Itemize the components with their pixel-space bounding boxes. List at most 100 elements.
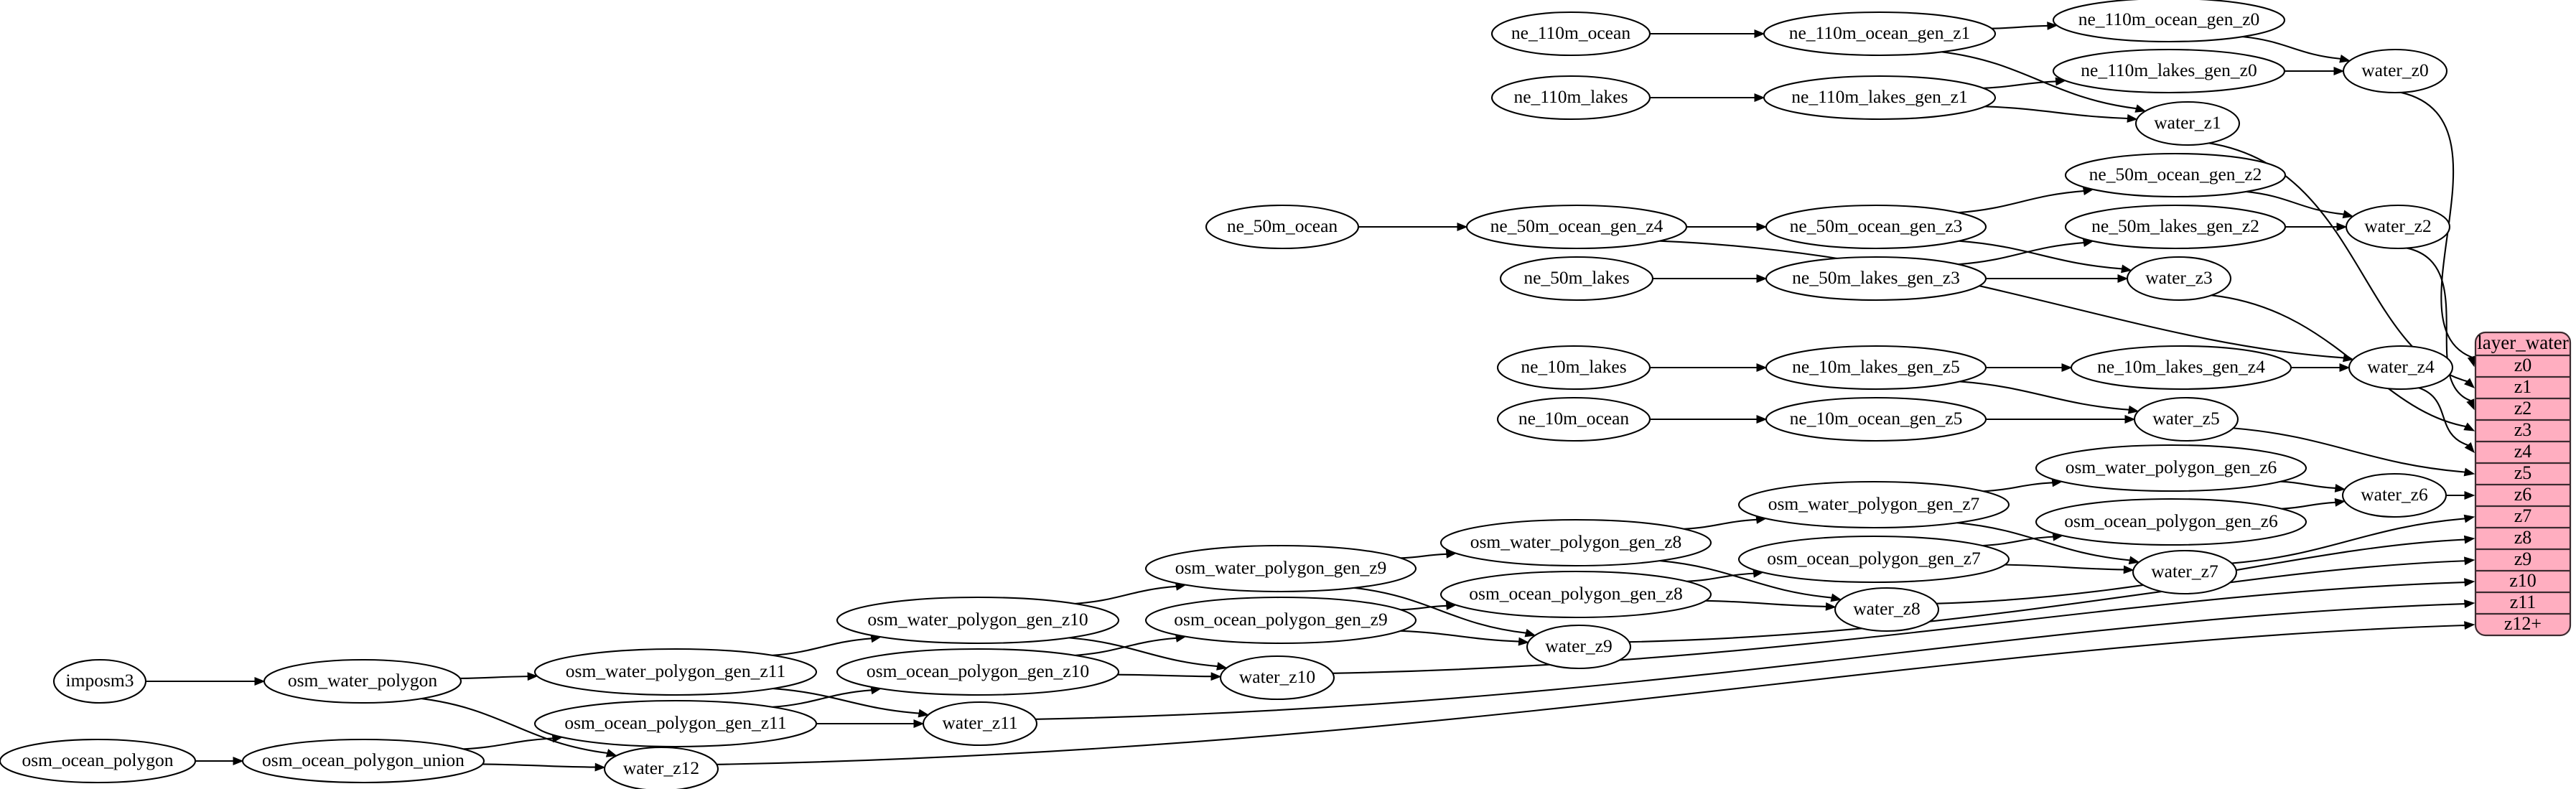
node-ne_110m_lakes_gen_z1[interactable]: ne_110m_lakes_gen_z1 xyxy=(1763,75,1997,121)
edge-osm_water_polygon_gen_z11-to-osm_water_polygon_gen_z10 xyxy=(773,634,882,656)
edge-ne_10m_lakes_gen_z4-to-water_z4 xyxy=(2290,363,2351,372)
edge-ne_50m_ocean_gen_z4-to-water_z4 xyxy=(1659,240,2354,363)
node-shape xyxy=(603,746,719,789)
node-shape xyxy=(1499,256,1654,302)
edge-arrowhead xyxy=(594,762,606,772)
edge-osm_water_polygon_gen_z9-to-osm_water_polygon_gen_z8 xyxy=(1401,549,1457,559)
node-osm_water_polygon_gen_z11[interactable]: osm_water_polygon_gen_z11 xyxy=(533,648,818,696)
edge-osm_ocean_polygon-to-osm_ocean_polygon_union xyxy=(195,757,244,765)
node-ne_50m_lakes[interactable]: ne_50m_lakes xyxy=(1499,256,1654,302)
edge-ne_50m_lakes_gen_z2-to-water_z2 xyxy=(2285,223,2348,231)
node-ne_10m_ocean_gen_z5[interactable]: ne_10m_ocean_gen_z5 xyxy=(1765,396,1987,442)
edge-water_z12-to-row_z12 xyxy=(717,621,2475,765)
node-water_z9[interactable]: water_z9 xyxy=(1526,624,1632,670)
node-imposm3[interactable]: imposm3 xyxy=(52,658,147,704)
node-ne_50m_lakes_gen_z3[interactable]: ne_50m_lakes_gen_z3 xyxy=(1765,256,1987,302)
edge-ne_50m_ocean_gen_z3-to-ne_50m_ocean_gen_z2 xyxy=(1958,187,2094,214)
node-ne_110m_ocean[interactable]: ne_110m_ocean xyxy=(1490,11,1651,57)
node-osm_water_polygon_gen_z9[interactable]: osm_water_polygon_gen_z9 xyxy=(1144,544,1417,593)
node-ne_10m_lakes[interactable]: ne_10m_lakes xyxy=(1496,345,1651,391)
edge-arrowhead xyxy=(1216,662,1228,671)
node-osm_ocean_polygon_gen_z7[interactable]: osm_ocean_polygon_gen_z7 xyxy=(1737,535,2010,584)
edge-osm_water_polygon_gen_z7-to-water_z7 xyxy=(1956,522,2140,565)
node-shape xyxy=(1144,544,1417,593)
edge-line xyxy=(1075,585,1177,604)
node-osm_water_polygon_gen_z7[interactable]: osm_water_polygon_gen_z7 xyxy=(1737,480,2010,529)
node-osm_ocean_polygon_gen_z6[interactable]: osm_ocean_polygon_gen_z6 xyxy=(2035,498,2307,546)
edge-arrowhead xyxy=(2334,484,2346,492)
node-osm_water_polygon_gen_z6[interactable]: osm_water_polygon_gen_z6 xyxy=(2035,444,2307,492)
node-osm_ocean_polygon_gen_z8[interactable]: osm_ocean_polygon_gen_z8 xyxy=(1439,570,1712,619)
node-osm_ocean_polygon_gen_z9[interactable]: osm_ocean_polygon_gen_z9 xyxy=(1144,596,1417,645)
edge-imposm3-to-osm_water_polygon xyxy=(146,677,266,686)
edge-line xyxy=(773,638,872,656)
node-water_z7[interactable]: water_z7 xyxy=(2132,549,2238,595)
edge-arrowhead xyxy=(2464,578,2475,587)
node-ne_10m_ocean[interactable]: ne_10m_ocean xyxy=(1496,396,1651,442)
node-osm_water_polygon_gen_z10[interactable]: osm_water_polygon_gen_z10 xyxy=(836,596,1120,645)
node-shape xyxy=(2035,444,2307,492)
node-water_z0[interactable]: water_z0 xyxy=(2342,48,2448,94)
node-shape xyxy=(52,658,147,704)
node-ne_50m_lakes_gen_z2[interactable]: ne_50m_lakes_gen_z2 xyxy=(2064,204,2287,250)
edge-arrowhead xyxy=(254,677,266,686)
edge-ne_110m_ocean_gen_z1-to-ne_110m_ocean_gen_z0 xyxy=(1992,22,2058,30)
node-shape xyxy=(1763,75,1997,121)
edge-line xyxy=(421,697,608,755)
edge-water_z7-to-row_z7 xyxy=(2231,514,2475,564)
edge-ne_50m_ocean_gen_z4-to-ne_50m_ocean_gen_z3 xyxy=(1686,223,1768,231)
node-osm_ocean_polygon_gen_z11[interactable]: osm_ocean_polygon_gen_z11 xyxy=(533,699,818,748)
node-shape xyxy=(1490,75,1651,121)
node-ne_10m_lakes_gen_z4[interactable]: ne_10m_lakes_gen_z4 xyxy=(2070,345,2292,391)
node-water_z2[interactable]: water_z2 xyxy=(2345,204,2451,250)
edge-water_z9-to-row_z9 xyxy=(1629,556,2475,643)
edge-line xyxy=(2242,36,2341,60)
node-water_z8[interactable]: water_z8 xyxy=(1834,587,1940,632)
node-water_z6[interactable]: water_z6 xyxy=(2341,472,2447,518)
edge-ne_50m_ocean_gen_z2-to-water_z2 xyxy=(2246,190,2354,219)
node-ne_110m_ocean_gen_z0[interactable]: ne_110m_ocean_gen_z0 xyxy=(2052,0,2286,43)
edge-osm_ocean_polygon_gen_z8-to-water_z8 xyxy=(1705,599,1837,611)
node-ne_110m_lakes[interactable]: ne_110m_lakes xyxy=(1490,75,1651,121)
node-ne_110m_ocean_gen_z1[interactable]: ne_110m_ocean_gen_z1 xyxy=(1763,11,1997,57)
node-water_z3[interactable]: water_z3 xyxy=(2126,256,2232,302)
edge-ne_50m_lakes_gen_z3-to-water_z3 xyxy=(1985,274,2129,283)
edge-arrowhead xyxy=(2463,467,2475,477)
node-water_z1[interactable]: water_z1 xyxy=(2134,101,2241,146)
edge-line xyxy=(1705,599,1826,607)
node-water_z5[interactable]: water_z5 xyxy=(2133,396,2239,442)
edge-arrowhead xyxy=(1825,602,1837,611)
node-water_z12[interactable]: water_z12 xyxy=(603,746,719,789)
edge-arrowhead xyxy=(2339,54,2351,63)
edge-line xyxy=(1941,51,2137,110)
edge-arrowhead xyxy=(2333,67,2345,75)
node-ne_50m_ocean_gen_z4[interactable]: ne_50m_ocean_gen_z4 xyxy=(1465,204,1688,250)
node-shape xyxy=(1439,518,1712,567)
edge-osm_ocean_polygon_gen_z11-to-water_z11 xyxy=(816,719,925,728)
node-ne_50m_ocean[interactable]: ne_50m_ocean xyxy=(1205,204,1360,250)
edge-arrowhead xyxy=(2124,415,2136,424)
node-osm_water_polygon[interactable]: osm_water_polygon xyxy=(263,658,462,704)
node-osm_ocean_polygon_gen_z10[interactable]: osm_ocean_polygon_gen_z10 xyxy=(836,648,1120,696)
edge-line xyxy=(2282,501,2335,510)
node-water_z11[interactable]: water_z11 xyxy=(922,701,1038,747)
node-osm_water_polygon_gen_z8[interactable]: osm_water_polygon_gen_z8 xyxy=(1439,518,1712,567)
edge-line xyxy=(1982,536,2053,547)
edge-ne_10m_lakes_gen_z5-to-ne_10m_lakes_gen_z4 xyxy=(1985,363,2073,372)
node-water_z10[interactable]: water_z10 xyxy=(1219,655,1335,701)
node-ne_50m_ocean_gen_z3[interactable]: ne_50m_ocean_gen_z3 xyxy=(1765,204,1987,250)
node-shape xyxy=(1496,345,1651,391)
edge-arrowhead xyxy=(1754,29,1765,38)
node-ne_10m_lakes_gen_z5[interactable]: ne_10m_lakes_gen_z5 xyxy=(1765,345,1987,391)
edge-line xyxy=(1984,106,2128,120)
edge-water_z2-to-row_z2 xyxy=(2407,247,2475,411)
node-water_z4[interactable]: water_z4 xyxy=(2348,345,2454,391)
node-shape xyxy=(1765,204,1987,250)
node-ne_50m_ocean_gen_z2[interactable]: ne_50m_ocean_gen_z2 xyxy=(2064,152,2287,198)
edge-line xyxy=(1983,482,2053,492)
edge-line xyxy=(1956,522,2130,561)
node-osm_ocean_polygon[interactable]: osm_ocean_polygon xyxy=(0,738,197,784)
node-osm_ocean_polygon_union[interactable]: osm_ocean_polygon_union xyxy=(241,738,485,784)
node-ne_110m_lakes_gen_z0[interactable]: ne_110m_lakes_gen_z0 xyxy=(2052,48,2286,94)
